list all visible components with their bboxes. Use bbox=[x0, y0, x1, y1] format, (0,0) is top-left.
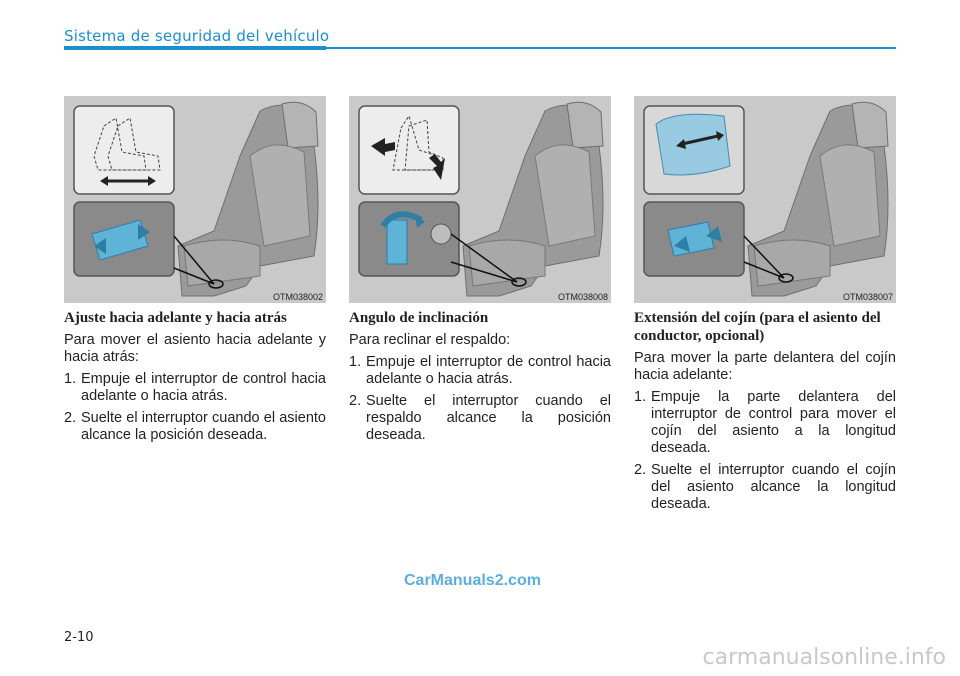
list-item: 1.Empuje el interruptor de control hacia… bbox=[349, 354, 611, 388]
seat-adjust-illustration: OTM038002 bbox=[64, 96, 326, 303]
cushion-extension-illustration: OTM038007 bbox=[634, 96, 896, 303]
header-rule-accent bbox=[64, 46, 326, 50]
cushion-extension-drawing bbox=[643, 101, 889, 297]
step-number: 1. bbox=[64, 371, 77, 387]
step-text: Empuje el interruptor de control hacia a… bbox=[81, 371, 326, 404]
figure-code: OTM038007 bbox=[841, 292, 894, 302]
figure-code: OTM038008 bbox=[556, 292, 609, 302]
list-item: 2.Suelte el interruptor cuando el respal… bbox=[349, 393, 611, 444]
step-text: Empuje el interruptor de control hacia a… bbox=[366, 354, 611, 387]
section-title: Angulo de inclinación bbox=[349, 310, 489, 326]
seat-recline-illustration: OTM038008 bbox=[349, 96, 611, 303]
step-number: 2. bbox=[349, 393, 362, 409]
step-text: Suelte el interruptor cuando el respaldo… bbox=[366, 393, 611, 443]
seat-recline-drawing bbox=[358, 101, 604, 297]
intro-text: Para reclinar el respaldo: bbox=[349, 332, 511, 348]
step-number: 1. bbox=[349, 354, 362, 370]
step-text: Suelte el interruptor cuando el cojín de… bbox=[651, 462, 896, 512]
list-item: 1.Empuje el interruptor de control hacia… bbox=[64, 371, 326, 405]
site-watermark-link[interactable]: CarManuals2.com bbox=[404, 572, 541, 589]
figure-code: OTM038002 bbox=[271, 292, 324, 302]
step-number: 1. bbox=[634, 389, 647, 405]
seat-forward-backward-drawing bbox=[73, 101, 319, 297]
list-item: 1.Empuje la parte delantera del interrup… bbox=[634, 389, 896, 457]
intro-text: Para mover la parte delantera del cojín … bbox=[634, 350, 896, 383]
intro-text: Para mover el asiento hacia adelante y h… bbox=[64, 332, 326, 365]
section-header-title: Sistema de seguridad del vehículo bbox=[64, 27, 330, 45]
footer-watermark: carmanualsonline.info bbox=[702, 645, 946, 670]
column-recline: OTM038008 Angulo de inclinación Para rec… bbox=[349, 96, 611, 449]
list-item: 2.Suelte el interruptor cuando el cojín … bbox=[634, 462, 896, 513]
step-number: 2. bbox=[64, 410, 77, 426]
list-item: 2.Suelte el interruptor cuando el asient… bbox=[64, 410, 326, 444]
step-text: Suelte el interruptor cuando el asiento … bbox=[81, 410, 326, 443]
step-number: 2. bbox=[634, 462, 647, 478]
steps-list: 1.Empuje el interruptor de control hacia… bbox=[64, 371, 326, 444]
column-forward-backward: OTM038002 Ajuste hacia adelante y hacia … bbox=[64, 96, 326, 449]
column-cushion-extension: OTM038007 Extensión del cojín (para el a… bbox=[634, 96, 896, 518]
page-number: 2-10 bbox=[64, 630, 94, 645]
header-rule bbox=[326, 47, 896, 49]
step-text: Empuje la parte delantera del interrupto… bbox=[651, 389, 896, 456]
section-title: Ajuste hacia adelante y hacia atrás bbox=[64, 310, 287, 326]
section-title: Extensión del cojín (para el asiento del… bbox=[634, 310, 881, 344]
steps-list: 1.Empuje la parte delantera del interrup… bbox=[634, 389, 896, 513]
steps-list: 1.Empuje el interruptor de control hacia… bbox=[349, 354, 611, 444]
